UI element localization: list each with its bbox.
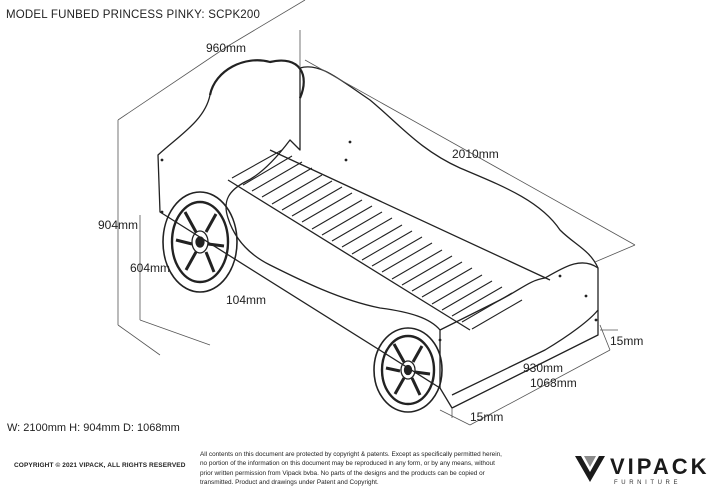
rear-wheel bbox=[162, 191, 238, 293]
footboard bbox=[439, 262, 599, 331]
brand-logo: VIPACK FURNITURE bbox=[574, 452, 720, 492]
dim-headboard-width: 960mm bbox=[206, 41, 246, 55]
dimension-lines bbox=[117, 0, 636, 426]
document-title: MODEL FUNBED PRINCESS PINKY: SCPK200 bbox=[6, 9, 261, 21]
vipack-logo-icon bbox=[575, 456, 605, 482]
headboard-edge bbox=[208, 59, 305, 99]
dim-wheel-offset: 104mm bbox=[226, 293, 266, 307]
inner-rail-right bbox=[269, 149, 551, 281]
legal-line: no portion of the information on this do… bbox=[200, 460, 495, 468]
slats bbox=[231, 149, 523, 330]
legal-line: transmitted. Product and drawings under … bbox=[200, 479, 379, 487]
dim-side-thickness-top: 15mm bbox=[610, 334, 643, 348]
right-side-panel bbox=[299, 66, 599, 396]
brand-name: VIPACK bbox=[610, 454, 710, 479]
dim-side-height: 604mm bbox=[130, 261, 170, 275]
brand-subtitle: FURNITURE bbox=[614, 480, 682, 486]
copyright-notice: COPYRIGHT © 2021 VIPACK, ALL RIGHTS RESE… bbox=[14, 462, 186, 469]
bed-technical-drawing: 960mm 2010mm 904mm 604mm 104mm 15mm 930m… bbox=[98, 0, 643, 426]
dim-side-thickness-bottom: 15mm bbox=[470, 410, 503, 424]
dim-length: 2010mm bbox=[452, 147, 499, 161]
legal-notice: All contents on this document are protec… bbox=[200, 450, 530, 488]
inner-rail-left bbox=[227, 179, 471, 331]
dim-height: 904mm bbox=[98, 218, 138, 232]
legal-line: All contents on this document are protec… bbox=[200, 451, 502, 458]
dim-outer-width: 1068mm bbox=[530, 376, 577, 390]
screw-holes bbox=[160, 140, 598, 342]
overall-dimensions: W: 2100mm H: 904mm D: 1068mm bbox=[7, 422, 180, 434]
dim-inner-width: 930mm bbox=[523, 361, 563, 375]
legal-line: prior written permission from Vipack bvb… bbox=[200, 469, 485, 477]
front-wheel bbox=[373, 327, 443, 413]
